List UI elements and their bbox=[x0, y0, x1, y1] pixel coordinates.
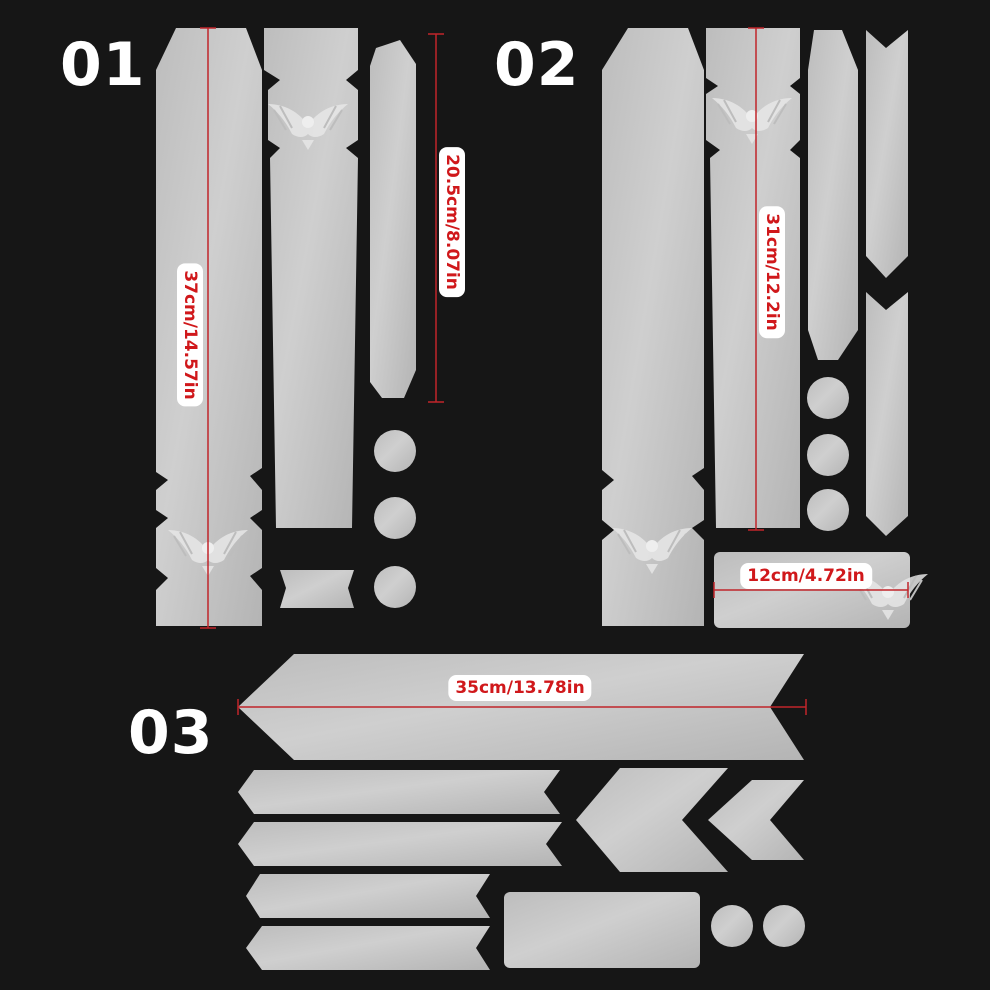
set-03-chevron-large bbox=[576, 768, 728, 872]
set-label-03: 03 bbox=[128, 698, 214, 768]
set-02-long-strip bbox=[602, 28, 704, 626]
set-01-narrow-strip bbox=[370, 40, 416, 398]
set-03-strip-2 bbox=[238, 822, 562, 866]
set-02-width-label: 12cm/4.72in bbox=[740, 563, 872, 589]
set-03-strip-1 bbox=[238, 770, 560, 814]
set-03-strip-4 bbox=[246, 926, 490, 970]
set-01-dot-3 bbox=[374, 566, 416, 608]
set-01-wide-strip bbox=[264, 28, 358, 528]
set-03-pieces bbox=[238, 654, 805, 970]
set-01-short-length-label: 20.5cm/8.07in bbox=[439, 147, 465, 297]
set-01-small-bar bbox=[280, 570, 354, 608]
set-01-length-label: 37cm/14.57in bbox=[177, 263, 203, 407]
set-03-dot-2 bbox=[763, 905, 805, 947]
set-label-02: 02 bbox=[494, 30, 580, 100]
set-03-dot-1 bbox=[711, 905, 753, 947]
set-02-dot-3 bbox=[807, 489, 849, 531]
set-02-arrow-strip-bottom bbox=[866, 292, 908, 536]
measurement-lines bbox=[200, 27, 909, 715]
set-02-length-label: 31cm/12.2in bbox=[759, 206, 785, 338]
set-01-dot-1 bbox=[374, 430, 416, 472]
set-01-pieces bbox=[156, 28, 416, 626]
set-02-arrow-strip-top bbox=[866, 30, 908, 278]
set-02-pieces bbox=[602, 28, 910, 628]
set-02-narrow-strip bbox=[808, 30, 858, 360]
set-02-dot-2 bbox=[807, 434, 849, 476]
set-03-strip-3 bbox=[246, 874, 490, 918]
set-02-dot-1 bbox=[807, 377, 849, 419]
set-03-length-label: 35cm/13.78in bbox=[448, 675, 592, 701]
set-01-dot-2 bbox=[374, 497, 416, 539]
set-01-long-strip bbox=[156, 28, 262, 626]
set-02-wide-strip bbox=[706, 28, 800, 528]
set-label-01: 01 bbox=[60, 30, 146, 100]
set-03-chevron-small bbox=[708, 780, 804, 860]
set-03-plate bbox=[504, 892, 700, 968]
